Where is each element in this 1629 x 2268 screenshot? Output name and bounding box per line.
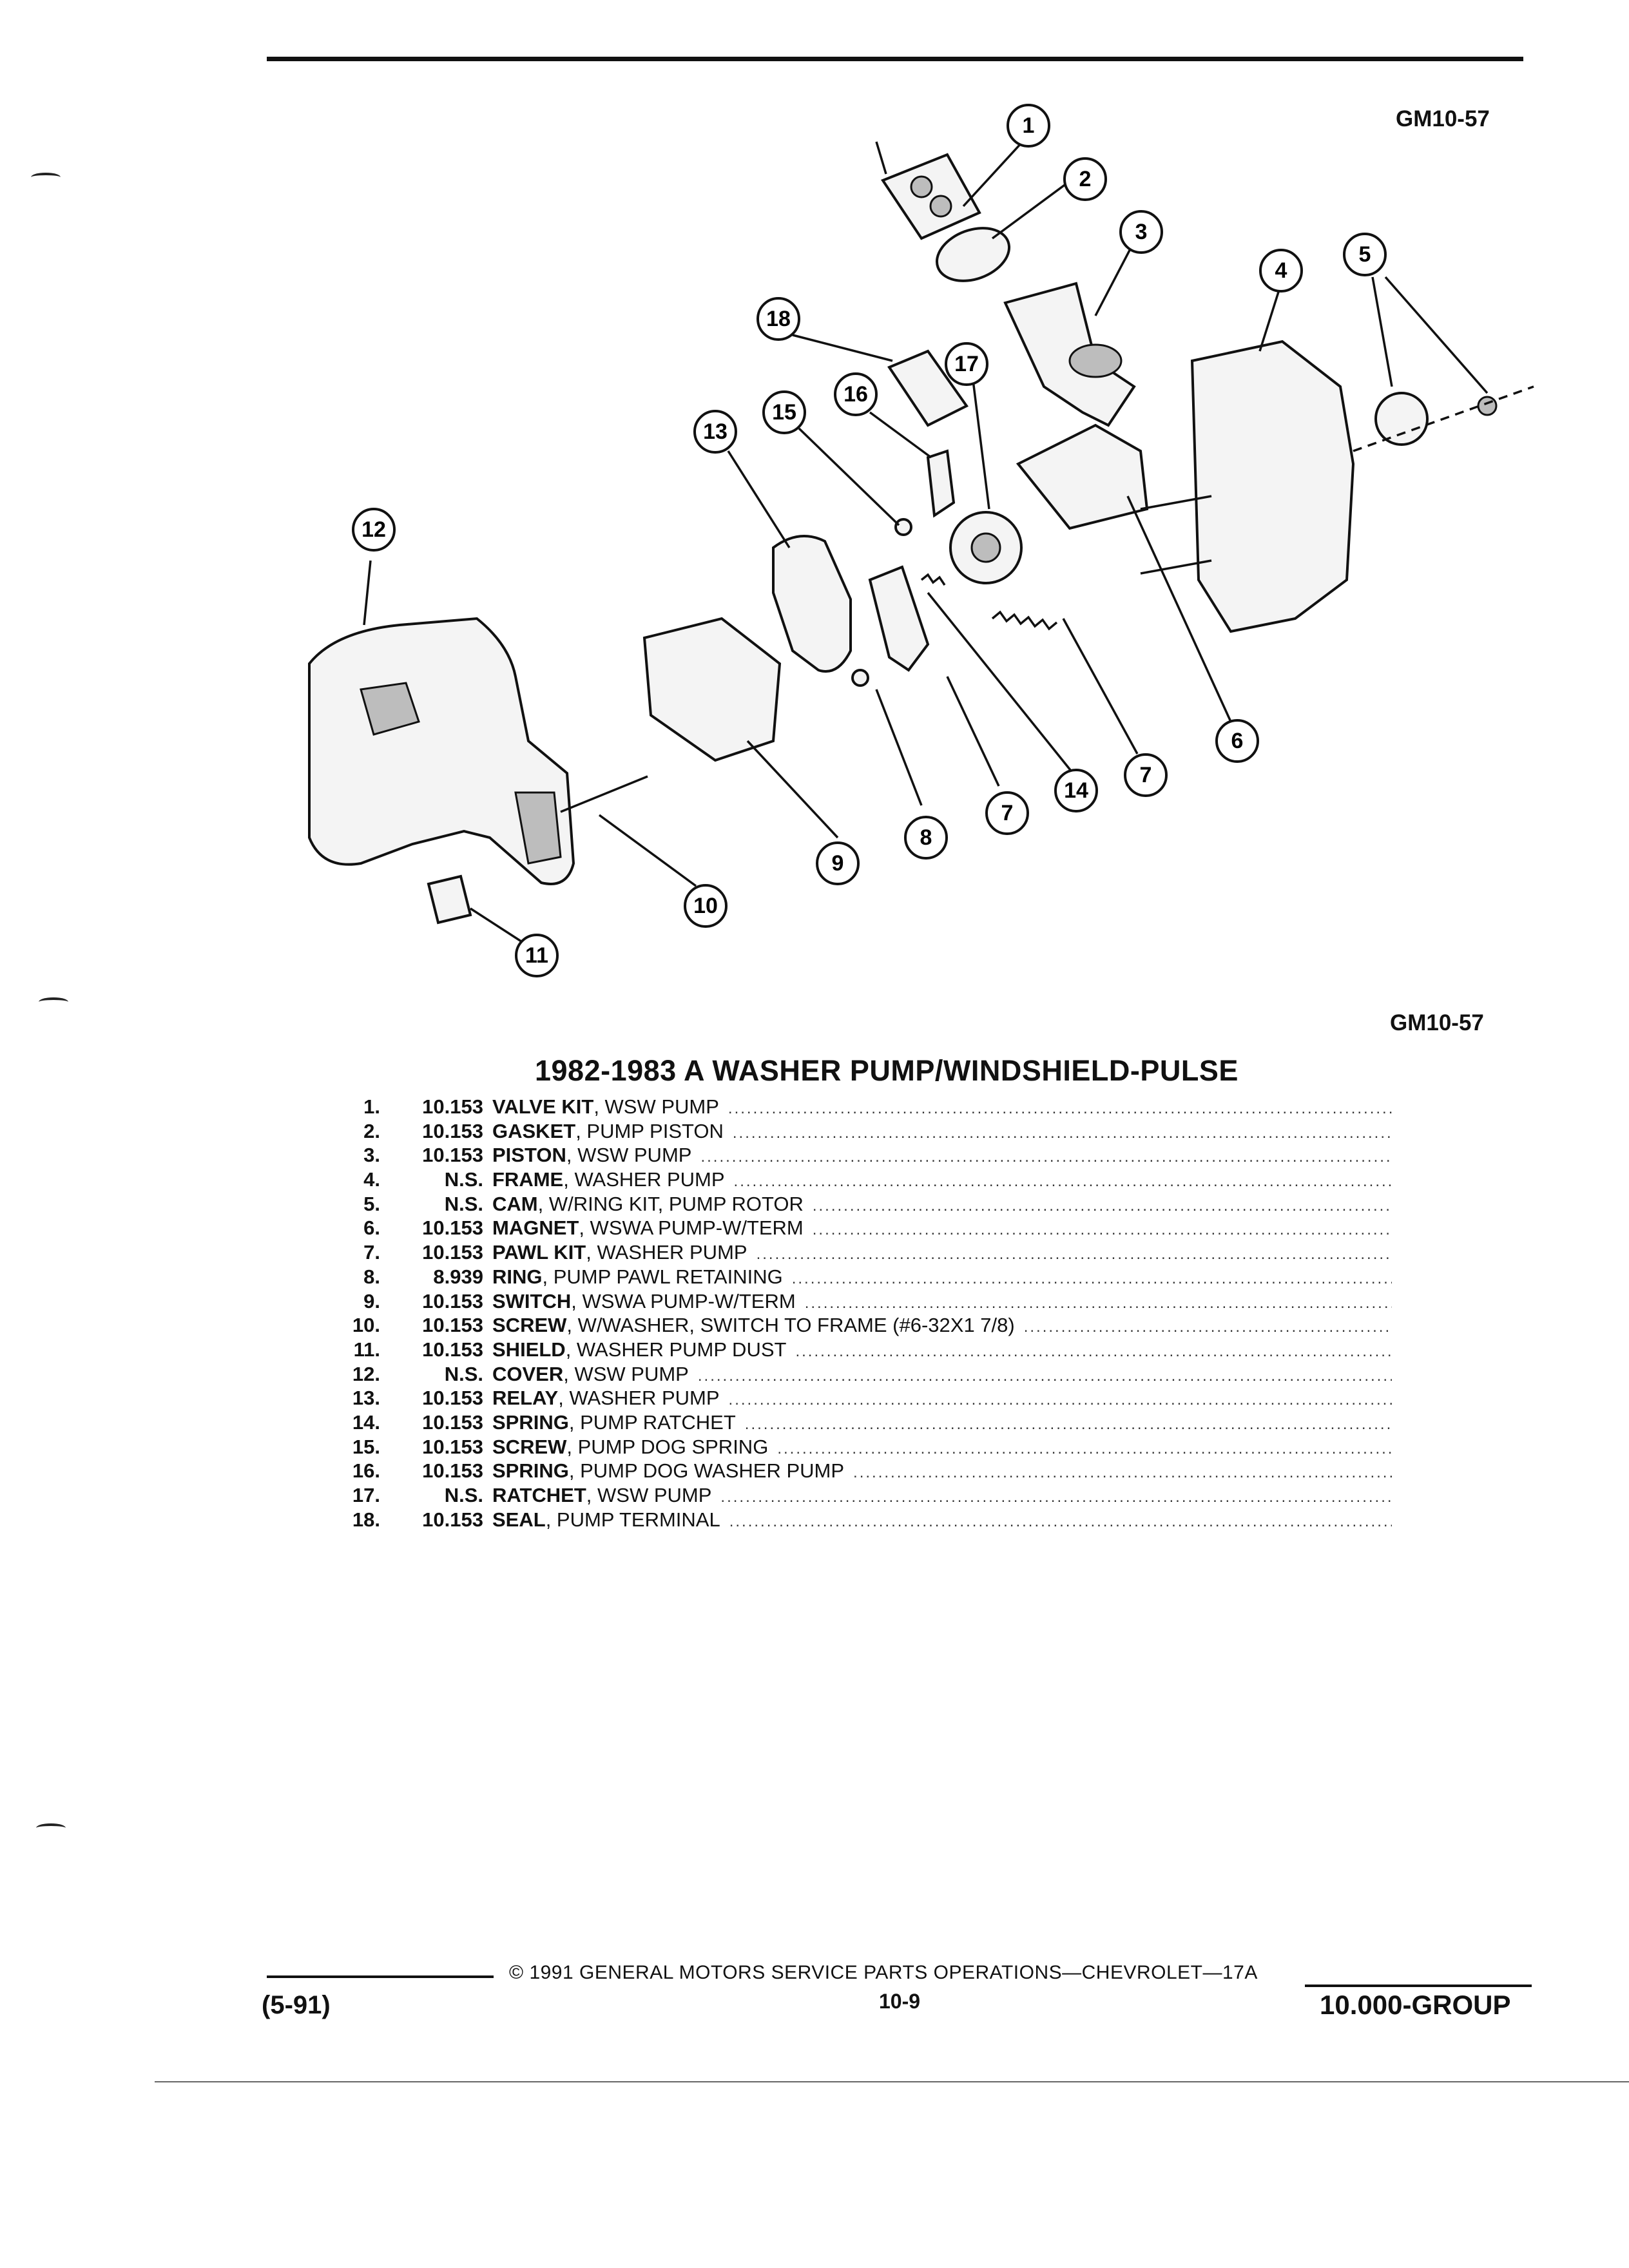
valve-kit — [880, 153, 981, 240]
copyright-text: © 1991 GENERAL MOTORS SERVICE PARTS OPER… — [509, 1962, 1258, 1983]
callout-2: 2 — [1063, 157, 1107, 201]
frame-part — [1190, 340, 1355, 633]
cover-window — [360, 682, 420, 736]
retaining-ring — [851, 669, 869, 687]
dog-spring — [926, 449, 956, 518]
svg-text:16: 16 — [843, 382, 868, 407]
svg-text:12: 12 — [361, 517, 386, 542]
page-number: 10-9 — [879, 1990, 921, 2013]
svg-text:14: 14 — [1064, 778, 1088, 803]
bottom-rule — [155, 2081, 1629, 2082]
margin-mark — [39, 997, 68, 1006]
ratchet-hub — [970, 532, 1001, 563]
switch-part — [642, 617, 782, 762]
svg-text:6: 6 — [1231, 729, 1244, 753]
parts-row: 5.N.S.CAM , W/RING KIT, PUMP ROTOR — [335, 1193, 1392, 1217]
svg-text:10: 10 — [693, 894, 718, 918]
callout-9: 9 — [816, 841, 860, 885]
callout-13: 13 — [693, 410, 737, 454]
parts-row: 4.N.S.FRAME , WASHER PUMP — [335, 1168, 1392, 1193]
parts-row: 12.N.S.COVER , WSW PUMP — [335, 1363, 1392, 1387]
svg-text:7: 7 — [1001, 801, 1014, 825]
svg-text:9: 9 — [832, 851, 844, 876]
cover-part — [308, 617, 575, 885]
callout-18: 18 — [757, 297, 800, 341]
svg-text:1: 1 — [1023, 113, 1035, 138]
svg-text:3: 3 — [1135, 220, 1148, 244]
relay-part — [772, 535, 852, 673]
magnet-part — [1016, 423, 1149, 530]
callout-17: 17 — [945, 342, 988, 386]
frame-shaft-2 — [1140, 559, 1212, 575]
svg-text:15: 15 — [772, 400, 796, 425]
svg-text:13: 13 — [703, 419, 728, 444]
frame-shaft-1 — [1140, 495, 1212, 510]
page-title: 1982-1983 A WASHER PUMP/WINDSHIELD-PULSE — [535, 1054, 1239, 1087]
margin-mark — [36, 1823, 66, 1832]
group-number: 10.000-GROUP — [1320, 1990, 1511, 2020]
callout-15: 15 — [762, 390, 806, 434]
callout-16: 16 — [834, 372, 878, 416]
callout-6: 6 — [1215, 719, 1259, 763]
callout-12: 12 — [352, 508, 396, 552]
callout-1: 1 — [1007, 104, 1050, 148]
svg-text:11: 11 — [525, 943, 548, 968]
svg-text:8: 8 — [920, 825, 932, 850]
figure-code-top: GM10-57 — [1396, 106, 1490, 131]
callout-7a: 7 — [1124, 753, 1168, 797]
svg-text:5: 5 — [1359, 242, 1371, 267]
svg-text:7: 7 — [1140, 763, 1152, 787]
exploded-diagram: 1 2 3 4 5 6 7 14 7 8 9 10 11 12 13 15 16… — [308, 104, 1534, 977]
parts-row: 17.N.S.RATCHET , WSW PUMP — [335, 1484, 1392, 1508]
screw-shank — [560, 775, 648, 813]
callout-10: 10 — [684, 884, 728, 928]
footer-rule-right — [1305, 1984, 1532, 1987]
callout-8: 8 — [904, 816, 948, 860]
callout-5: 5 — [1343, 233, 1387, 276]
seal-part — [887, 349, 969, 427]
gasket-part — [935, 227, 1011, 282]
callout-7b: 7 — [985, 791, 1029, 835]
piston-part — [1003, 282, 1136, 427]
margin-mark — [31, 173, 61, 182]
callout-11: 11 — [515, 934, 559, 977]
pawl-spring — [991, 610, 1058, 631]
footer-rule-left — [267, 1975, 494, 1978]
svg-text:18: 18 — [766, 307, 791, 331]
dog-spring-screw — [894, 518, 912, 536]
top-rule — [267, 57, 1523, 61]
cover-slot — [514, 791, 562, 865]
figure-code-bottom: GM10-57 — [1390, 1010, 1484, 1035]
ratchet-spring — [920, 573, 946, 586]
callout-4: 4 — [1259, 249, 1303, 293]
cam-part — [1374, 392, 1429, 446]
pawl-plate — [868, 565, 930, 672]
svg-text:4: 4 — [1275, 258, 1287, 283]
svg-text:17: 17 — [954, 352, 979, 376]
callout-3: 3 — [1119, 210, 1163, 254]
cam-ring — [1477, 396, 1498, 416]
svg-text:2: 2 — [1079, 167, 1092, 191]
shield-part — [427, 874, 472, 925]
revision-date: (5-91) — [262, 1991, 331, 2019]
callout-14: 14 — [1054, 769, 1098, 812]
